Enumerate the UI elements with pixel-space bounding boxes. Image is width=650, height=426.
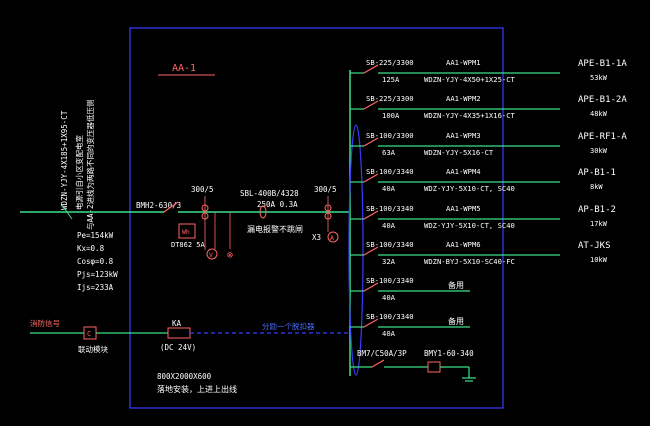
cable-tick xyxy=(61,204,73,220)
spd-breaker-label: BM7/C50A/3P xyxy=(357,349,407,358)
linkage-module-symbol: C xyxy=(87,330,91,338)
circuit-cable: WDZN-YJY-5X16-CT xyxy=(424,148,494,157)
circuit-load-power: 8kW xyxy=(590,183,603,191)
circuit-breaker-contact xyxy=(363,137,379,147)
circuit-current: 40A xyxy=(382,293,396,302)
spd-device-label: BMY1-60-340 xyxy=(424,349,474,358)
rcm-model: SBL-400B/4328 xyxy=(240,189,299,198)
calc-pjs: Pjs=123kW xyxy=(77,270,118,279)
circuit-current: 32A xyxy=(382,257,396,266)
linkage-module-label: 联动模块 xyxy=(78,344,108,354)
meter-model: DT862 5A xyxy=(171,241,206,249)
circuit-load-name: AP-B1-1 xyxy=(578,168,616,178)
circuit-load-power: 30kW xyxy=(590,147,608,155)
kwh-meter-icon xyxy=(178,223,196,239)
rcm-rating: 250A 0.3A xyxy=(257,200,298,209)
ammeter-symbol: A xyxy=(330,234,334,242)
circuit-current: 40A xyxy=(382,184,396,193)
circuit-breaker-label: SB-100/3340 xyxy=(366,276,414,285)
rcm-ct-icon xyxy=(259,205,267,219)
calc-pe: Pe=154kW xyxy=(77,231,114,240)
circuit-cable: WDZN-BYJ-5X10-SC40-FC xyxy=(424,257,515,266)
circuit-breaker-contact xyxy=(363,64,379,74)
circuit-breaker-label: SB-100/3340 xyxy=(366,312,414,321)
circuit-load-power: 17kW xyxy=(590,220,608,228)
circuit-breaker-contact xyxy=(363,173,379,183)
incoming-note-1: 电源引自小区变配电室 xyxy=(74,135,84,210)
leakage-alarm-note: 漏电报警不跳闸 xyxy=(247,224,303,234)
circuit-cable: WDZN-YJY-4X35+1X16-CT xyxy=(424,111,516,120)
enclosure-size: 800X2000X600 xyxy=(157,372,212,381)
relay-coil-icon xyxy=(167,327,191,339)
circuit-load-name: APE-RF1-A xyxy=(578,132,627,142)
voltmeter-symbol: V xyxy=(209,251,213,259)
spd-device-icon xyxy=(427,361,441,373)
circuit-breaker-label: SB-225/3300 xyxy=(366,94,414,103)
circuit-breaker-label: SB-100/3340 xyxy=(366,167,414,176)
ammeter-icon xyxy=(327,231,339,243)
circuit-cable: WDZ-YJY-5X10-CT, SC40 xyxy=(424,221,515,230)
outgoing-circuits: SB-225/3300 125A AA1-WPM1WDZN-YJY-4X50+1X2… xyxy=(350,58,627,338)
fire-signal-label: 消防信号 xyxy=(30,318,60,328)
ct-left-ratio: 300/5 xyxy=(191,185,214,194)
circuit-current: 125A xyxy=(382,75,400,84)
circuit-current: 100A xyxy=(382,111,400,120)
circuit-feeder: AA1-WPM3 xyxy=(446,131,481,140)
incoming-cable: WDZN-YJY-4X185+1X95-CT xyxy=(60,110,69,210)
circuit-feeder: AA1-WPM6 xyxy=(446,240,481,249)
ammeter-count: X3 xyxy=(312,233,321,242)
panel-enclosure xyxy=(129,27,504,409)
spd-breaker-contact xyxy=(371,359,385,368)
panel-name: AA-1 xyxy=(172,63,196,74)
install-note: 落地安装，上进上出线 xyxy=(157,384,237,394)
circuit-load-name: AT-JKS xyxy=(578,241,611,251)
circuit-breaker-contact xyxy=(363,246,379,256)
circuit-current: 63A xyxy=(382,148,396,157)
calc-kx: Kx=0.8 xyxy=(77,244,105,253)
circuit-cable: WDZ-YJY-5X10-CT, SC40 xyxy=(424,184,515,193)
circuit-spare-label: 备用 xyxy=(448,316,464,326)
shunt-trip-note: 分励一个脱扣器 xyxy=(262,321,315,331)
bus-ellipse xyxy=(348,124,364,376)
circuit-spare-label: 备用 xyxy=(448,280,464,290)
circuit-feeder: AA1-WPM4 xyxy=(446,167,481,176)
circuit-feeder: AA1-WPM2 xyxy=(446,94,481,103)
kwh-meter-symbol: Wh xyxy=(182,228,190,236)
circuit-breaker-contact xyxy=(363,282,379,292)
circuit-load-power: 10kW xyxy=(590,256,608,264)
circuit-breaker-label: SB-100/3340 xyxy=(366,204,414,213)
circuit-feeder: AA1-WPM5 xyxy=(446,204,481,213)
calc-cos: Cosφ=0.8 xyxy=(77,257,114,266)
circuit-load-name: APE-B1-2A xyxy=(578,95,627,105)
circuit-breaker-contact xyxy=(363,100,379,110)
main-breaker-contact xyxy=(163,201,179,213)
circuit-breaker-label: SB-100/3340 xyxy=(366,240,414,249)
calc-ijs: Ijs=233A xyxy=(77,283,114,292)
circuit-load-name: AP-B1-2 xyxy=(578,205,616,215)
ct-right-ratio: 300/5 xyxy=(314,185,337,194)
circuit-breaker-contact xyxy=(363,318,379,328)
incoming-note-2: 与AA-2进线为两路不同的变压器低压侧 xyxy=(85,99,95,230)
relay-label: KA xyxy=(172,319,182,328)
circuit-cable: WDZN-YJY-4X50+1X25-CT xyxy=(424,75,516,84)
circuit-feeder: AA1-WPM1 xyxy=(446,58,481,67)
voltmeter-icon xyxy=(206,248,218,260)
circuit-load-power: 48kW xyxy=(590,110,608,118)
circuit-breaker-label: SB-225/3300 xyxy=(366,58,414,67)
circuit-load-name: APE-B1-1A xyxy=(578,59,627,69)
circuit-load-power: 53kW xyxy=(590,74,608,82)
circuit-current: 40A xyxy=(382,329,396,338)
circuit-breaker-contact xyxy=(363,210,379,220)
circuit-breaker-label: SB-100/3300 xyxy=(366,131,414,140)
circuit-current: 40A xyxy=(382,221,396,230)
main-breaker-label: BMH2-630/3 xyxy=(136,201,181,210)
lamp-icon: ⊗ xyxy=(227,250,233,261)
relay-voltage: (DC 24V) xyxy=(160,343,196,352)
